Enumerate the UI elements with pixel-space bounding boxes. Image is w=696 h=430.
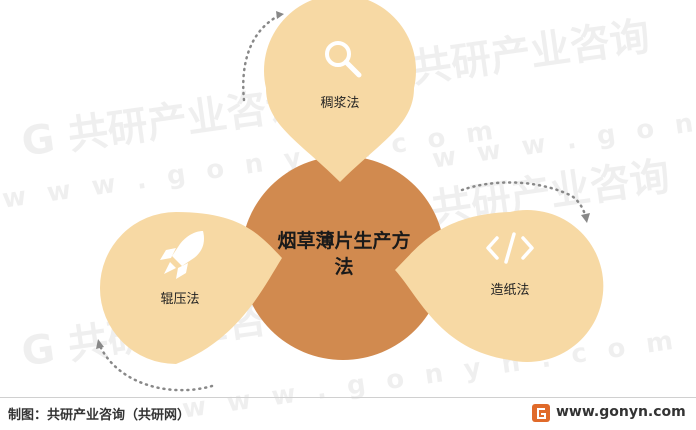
arrowhead-top bbox=[276, 11, 284, 19]
code-icon bbox=[486, 232, 534, 264]
footer-url: www.gonyn.com bbox=[556, 404, 686, 420]
petal-right bbox=[395, 210, 604, 362]
footer-divider bbox=[0, 397, 696, 398]
center-title: 烟草薄片生产方法 bbox=[277, 230, 411, 278]
gonyn-logo-icon bbox=[532, 404, 550, 422]
method-label-top: 稠浆法 bbox=[320, 96, 360, 111]
method-label-right: 造纸法 bbox=[490, 283, 530, 298]
method-label-left: 辊压法 bbox=[160, 292, 200, 307]
center-circle bbox=[241, 156, 445, 360]
dotted-arc-left bbox=[98, 344, 214, 392]
arrowhead-left bbox=[96, 339, 104, 349]
dotted-arc-top bbox=[242, 12, 284, 102]
arrowhead-right bbox=[581, 213, 590, 223]
search-icon bbox=[325, 41, 362, 78]
dotted-arc-right bbox=[460, 181, 588, 220]
source-note: 制图：共研产业咨询（共研网） bbox=[8, 408, 191, 423]
petal-left bbox=[99, 212, 282, 364]
rocket-icon bbox=[160, 231, 204, 279]
petal-top bbox=[264, 0, 416, 182]
